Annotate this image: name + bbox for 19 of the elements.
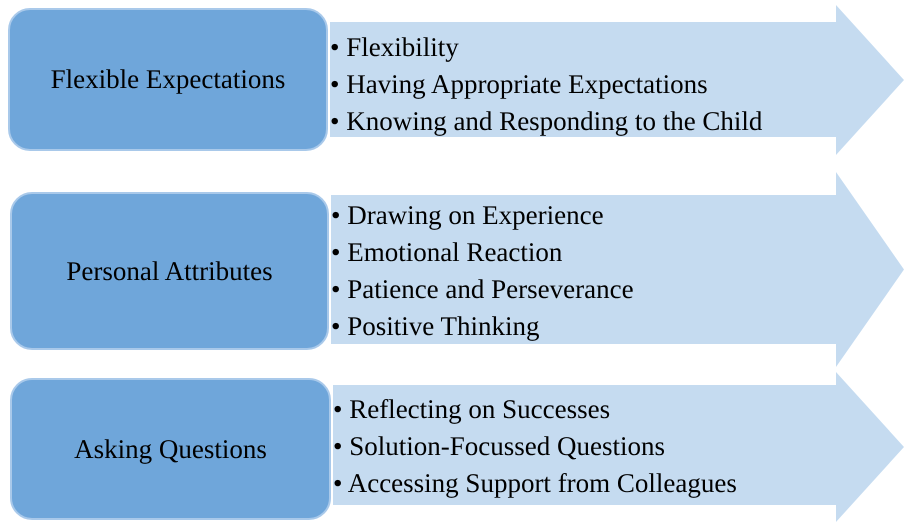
category-box: [10, 192, 329, 350]
bullet-item: • Drawing on Experience: [331, 199, 605, 232]
category-label: Flexible Expectations: [50, 64, 286, 95]
arrow-shape: [333, 372, 904, 522]
category-box: [8, 8, 328, 151]
category-label: Personal Attributes: [66, 256, 273, 286]
bullet-item: • Flexibility: [330, 31, 460, 64]
bullet-item: • Accessing Support from Colleagues: [333, 467, 737, 500]
bullet-item: • Solution-Focussed Questions: [333, 430, 666, 463]
bullet-item: • Knowing and Responding to the Child: [330, 105, 762, 138]
arrow-shape: [330, 5, 904, 155]
arrow-shape: [331, 172, 904, 367]
bullet-item: • Positive Thinking: [331, 310, 540, 343]
bullet-item: • Having Appropriate Expectations: [330, 68, 709, 101]
bullet-item: • Patience and Perseverance: [331, 273, 634, 306]
bullet-item: • Emotional Reaction: [331, 236, 564, 269]
bullet-item: • Reflecting on Successes: [333, 393, 612, 426]
category-box: [10, 378, 331, 520]
category-label: Asking Questions: [74, 434, 267, 464]
